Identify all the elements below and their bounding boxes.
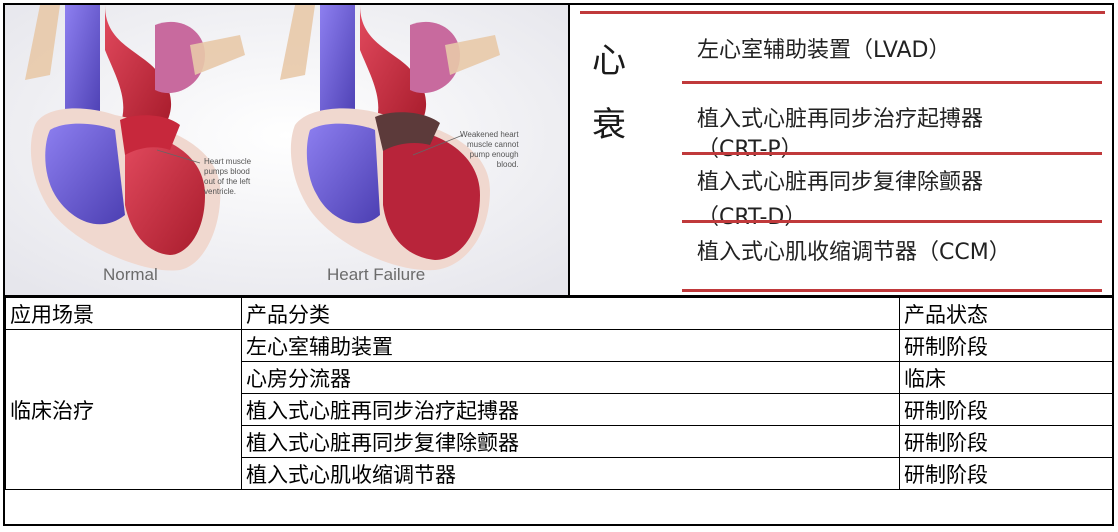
normal-caption: Normal [103, 265, 158, 284]
table-header-row: 应用场景 产品分类 产品状态 [5, 297, 1113, 330]
top-section: Heart muscle pumps blood out of the left… [5, 5, 1112, 295]
table-row: 心房分流器 临床 [6, 361, 1113, 394]
status-cell: 研制阶段 [899, 457, 1113, 490]
big-char-failure: 衰 [592, 105, 626, 145]
product-table: 应用场景 产品分类 产品状态 临床治疗 左心室辅助装置 研制阶段 心房分流器 临… [5, 297, 1113, 490]
status-cell: 临床 [899, 361, 1113, 394]
header-scenario: 应用场景 [5, 297, 242, 330]
status-cell: 研制阶段 [899, 393, 1113, 426]
header-category: 产品分类 [241, 297, 900, 330]
status-cell: 研制阶段 [899, 425, 1113, 458]
table-row: 植入式心脏再同步复律除颤器 研制阶段 [6, 425, 1113, 458]
panel-divider [568, 5, 570, 295]
category-cell: 植入式心肌收缩调节器 [241, 457, 900, 490]
section-divider [5, 295, 1112, 297]
big-char-heart: 心 [592, 41, 626, 81]
accent-line [682, 81, 1102, 84]
accent-line [682, 289, 1102, 292]
table-row: 植入式心肌收缩调节器 研制阶段 [6, 457, 1113, 490]
table-row: 植入式心脏再同步治疗起搏器 研制阶段 [6, 393, 1113, 426]
normal-heart [25, 5, 245, 271]
device-item-lvad: 左心室辅助装置（LVAD） [697, 38, 951, 63]
accent-line [682, 152, 1102, 155]
category-cell: 心房分流器 [241, 361, 900, 394]
accent-line [682, 220, 1102, 223]
category-cell: 左心室辅助装置 [241, 329, 900, 362]
heart-failure-caption: Heart Failure [327, 265, 426, 284]
table-row: 临床治疗 左心室辅助装置 研制阶段 [5, 329, 1113, 490]
device-item-crt-d: 植入式心脏再同步复律除颤器 [697, 170, 984, 195]
device-item-crt-d-abbr: （CRT-D） [697, 205, 807, 230]
device-item-crt-p: 植入式心脏再同步治疗起搏器 [697, 107, 984, 132]
category-cell: 植入式心脏再同步治疗起搏器 [241, 393, 900, 426]
scenario-cell: 临床治疗 [5, 329, 242, 490]
page-frame [3, 3, 1114, 526]
header-status: 产品状态 [899, 297, 1113, 330]
failure-heart-note: Weakened heart muscle cannot pump enough… [460, 130, 519, 169]
device-item-ccm: 植入式心肌收缩调节器（CCM） [697, 240, 1011, 265]
heart-illustration: Heart muscle pumps blood out of the left… [5, 5, 568, 295]
category-cell: 植入式心脏再同步复律除颤器 [241, 425, 900, 458]
normal-heart-note: Heart muscle pumps blood out of the left… [204, 157, 252, 196]
heart-failure-devices-panel: 心 衰 左心室辅助装置（LVAD） 植入式心脏再同步治疗起搏器 （CRT-P） … [570, 5, 1112, 295]
heart-diagram-svg [5, 5, 568, 295]
accent-line [580, 11, 1105, 14]
failure-heart [280, 5, 500, 271]
device-item-crt-p-abbr: （CRT-P） [697, 137, 803, 162]
status-cell: 研制阶段 [899, 329, 1113, 362]
